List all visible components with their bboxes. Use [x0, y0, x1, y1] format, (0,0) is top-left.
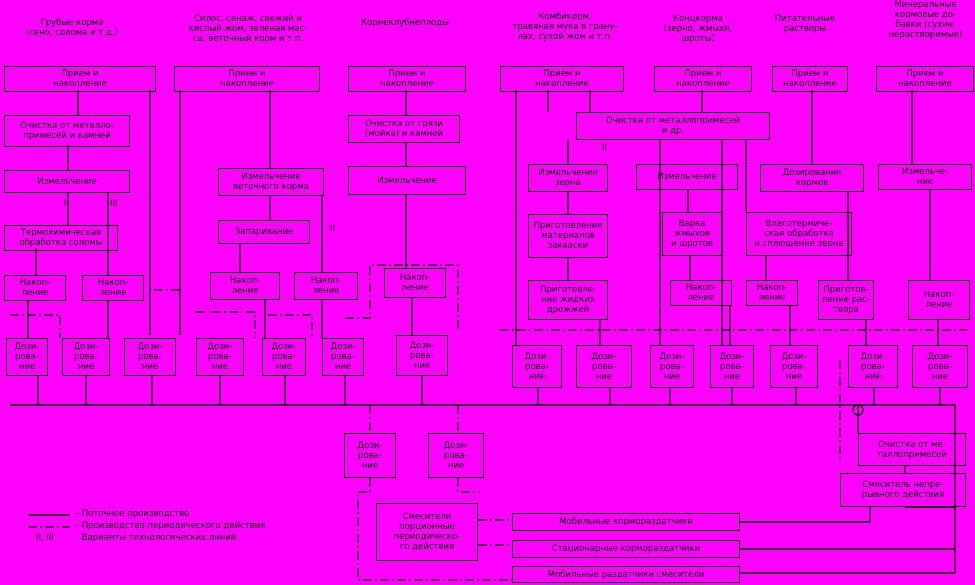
variant-mark-ii: II — [330, 224, 336, 234]
dosing-box-13: Дози- рова- ние — [848, 345, 898, 388]
dosing-box-8: Дози- рова- ние — [512, 345, 562, 388]
chop-roughage-box: Измельчение — [4, 170, 130, 193]
legend-flow-label: - Поточное производство — [76, 509, 190, 519]
header-roughage: Грубые корма (сено, солома и т.д.) — [26, 18, 118, 38]
clean-dirt-roots-box: Очистка от грязи (мойка) и камней — [348, 115, 460, 143]
accumulation-box-5: Накоп- ление — [384, 268, 446, 298]
dosing-box-11: Дози- рова- ние — [710, 345, 754, 388]
header-mineral-additives: Минеральные кормовые до- бавки (сухие, н… — [888, 0, 963, 40]
legend-variants-label: - Варианты технологических линий — [76, 533, 237, 543]
header-concentrates: Концкорма (зерно, жмыхи, шроты) — [663, 14, 733, 44]
receive-concentrates-box: Прием и накопление — [654, 66, 752, 92]
cook-cakes-box: Варка жмыхов и шротов — [662, 212, 722, 256]
dosing-box-3: Дози- рова- ние — [124, 338, 176, 376]
accumulation-box-2: Накоп- ление — [82, 275, 144, 301]
chop-roots-box: Измельчение — [348, 166, 466, 195]
header-mixed-feed: Комбикорм, травяная мука в грану- лах, с… — [512, 12, 618, 42]
mobile-distributors-box: Мобильные кормораздатчики — [512, 513, 740, 531]
batch-mixers-box: Смесители порционные периодическо- го де… — [376, 503, 478, 561]
chop-branch-feed-box: Измельчение веточного корма — [218, 168, 324, 196]
accumulation-box-7: Накоп- ление — [746, 280, 798, 306]
dosing-box-2: Дози- рова- ние — [62, 338, 110, 376]
dosing-box-14: Дози- рова- ние — [912, 345, 968, 388]
dosing-box-10: Дози- рова- ние — [650, 345, 694, 388]
chop-grain-box: Измельчение зерна — [528, 164, 608, 192]
receive-roots-box: Прием и накопление — [348, 66, 466, 92]
thermochemical-treatment-box: Термохимическая обработка соломы — [4, 225, 118, 251]
accumulation-box-6: Накоп- ление — [670, 280, 732, 306]
header-silage: Силос, сенаж, свежий и кислый жом, зелен… — [188, 14, 308, 44]
stationary-distributors-box: Стационарные кормораздатчики — [512, 540, 740, 558]
dosing-box-5: Дози- рова- ние — [262, 338, 306, 376]
clean-metal-concentrates-box: Очистка от металлопримесей и др. — [576, 112, 770, 140]
clean-metal-final-box: Очистка от ме- таллопримесей — [858, 433, 966, 466]
header-roots: Корнеклубнеплоды — [361, 18, 449, 28]
receive-silage-box: Прием и накопление — [174, 66, 320, 92]
steaming-box: Запаривание — [218, 220, 310, 244]
dosing-box-6: Дози- рова- ние — [322, 338, 364, 376]
clean-metal-roughage-box: Очистка от металло- примесей и камней — [4, 115, 130, 147]
mobile-mixers-box: Мобильные раздатчики смесители — [512, 566, 740, 583]
dosing-box-12: Дози- рова- ние — [770, 345, 818, 388]
receive-nutrient-box: Прием и накопление — [772, 66, 848, 92]
header-nutrient-solutions: Питательные растворы — [774, 14, 836, 34]
variant-mark-ii: II — [602, 143, 608, 153]
accumulation-box-8: Накоп- ление — [908, 280, 970, 320]
legend-variants-key: II, III — [36, 533, 54, 543]
continuous-mixer-box: Смеситель непре- рывного действия — [840, 473, 966, 507]
accumulation-box-4: Накоп- ление — [294, 272, 358, 300]
solution-preparation-box: Приготов- ление рас- твора — [818, 280, 874, 320]
legend-periodic-label: - Производство периодического действия — [76, 521, 266, 531]
yeast-preparation-box: Приготовле- ние жидких дрожжей — [528, 280, 608, 320]
dose-feed-box: Дозирование кормов — [760, 164, 864, 192]
dosing-box-1: Дози- рова- ние — [6, 338, 48, 376]
chop-concentrates-box: Измельчение — [636, 164, 738, 190]
receive-roughage-box: Прием и накопление — [4, 66, 156, 92]
receive-mixed-feed-box: Прием и накопление — [500, 66, 624, 92]
receive-mineral-box: Прием и накопление — [876, 66, 974, 92]
dosing-box-4: Дози- рова- ние — [196, 338, 244, 376]
accumulation-box-3: Накоп- ление — [210, 272, 280, 300]
moist-heat-treatment-box: Влаготермиче- ская обработка и сплющение… — [746, 212, 852, 256]
accumulation-box-1: Накоп- ление — [4, 275, 66, 301]
variant-mark-iii: III — [110, 199, 118, 209]
dosing-box-16: Дози- рова- ние — [428, 433, 484, 478]
variant-mark-ii: II — [64, 199, 70, 209]
starter-preparation-box: Приготовление материалов закваски — [528, 214, 608, 258]
dosing-box-7: Дози- рова- ние — [396, 335, 448, 376]
chop-mineral-box: Измельче- ние — [878, 164, 972, 190]
dosing-box-15: Дози- рова- ние — [344, 433, 396, 478]
dosing-box-9: Дози- рова- ние — [576, 345, 632, 388]
